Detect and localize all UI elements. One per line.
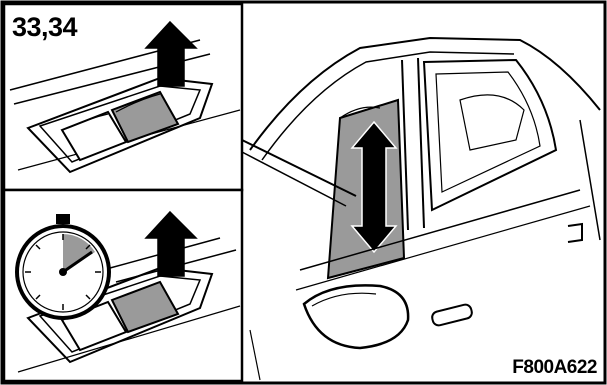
door-handle bbox=[431, 303, 473, 326]
rear-door-window-panel bbox=[242, 38, 600, 380]
window-switch-hold-timer-panel bbox=[4, 190, 242, 381]
reference-label: 33,34 bbox=[12, 12, 77, 43]
side-mirror bbox=[304, 285, 408, 348]
figure-code: F800A622 bbox=[512, 357, 597, 379]
